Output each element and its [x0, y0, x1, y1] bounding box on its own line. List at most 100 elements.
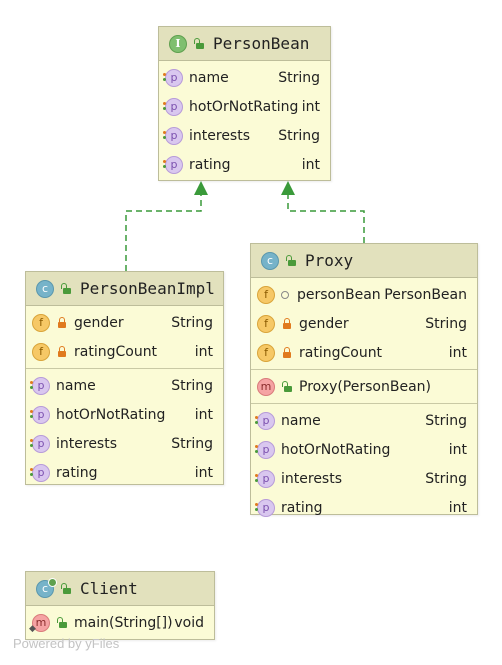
property-name: hotOrNotRating [56, 406, 166, 423]
property-icon: p [255, 498, 275, 517]
node-personbeanimpl-header[interactable]: c PersonBeanImpl [26, 272, 223, 306]
edge-personbeanimpl-to-personbean [125, 194, 202, 271]
method-name: main(String[]) [74, 614, 173, 631]
property-icon: p [30, 463, 50, 482]
property-row[interactable]: p hotOrNotRating int [251, 435, 477, 464]
public-visibility-icon [60, 582, 72, 595]
field-row[interactable]: f ratingCount int [26, 337, 223, 366]
member-row[interactable]: p name String [159, 63, 330, 92]
property-row[interactable]: p interests String [26, 429, 223, 458]
arrowhead-personbeanimpl [194, 181, 208, 195]
field-row[interactable]: f gender String [251, 309, 477, 338]
node-personbean-header[interactable]: I PersonBean [159, 27, 330, 61]
fields-section: f gender String f ratingCount int [26, 306, 223, 369]
field-type: String [171, 314, 213, 331]
node-client-header[interactable]: c Client [26, 572, 214, 606]
method-row[interactable]: m Proxy(PersonBean) [251, 372, 477, 401]
field-name: gender [299, 315, 349, 332]
method-type: void [174, 614, 204, 631]
property-name: interests [281, 470, 343, 487]
field-icon: f [257, 285, 275, 304]
package-private-icon [281, 290, 289, 299]
property-icon: p [255, 469, 275, 488]
field-name: ratingCount [299, 344, 383, 361]
node-proxy[interactable]: c Proxy f personBean PersonBean f gender… [250, 243, 478, 517]
runnable-overlay-icon [48, 577, 57, 587]
property-name: name [281, 412, 321, 429]
public-visibility-icon [285, 254, 297, 267]
node-title: Client [80, 579, 138, 598]
property-icon: p [163, 155, 183, 174]
node-personbean[interactable]: I PersonBean p name String p hotOrNotRat… [158, 26, 331, 181]
property-type: String [425, 470, 467, 487]
property-type: int [448, 441, 467, 458]
property-icon: p [30, 434, 50, 453]
member-name: rating [189, 156, 231, 173]
field-type: PersonBean [384, 286, 467, 303]
property-type: int [194, 464, 213, 481]
watermark: Powered by yFiles [13, 636, 120, 651]
property-icon: p [255, 411, 275, 430]
member-row[interactable]: p hotOrNotRating int [159, 92, 330, 121]
methods-section: m Proxy(PersonBean) [251, 370, 477, 404]
property-name: name [56, 377, 96, 394]
property-type: String [171, 377, 213, 394]
class-icon: c [36, 577, 57, 598]
private-lock-icon [281, 346, 293, 359]
public-visibility-icon [60, 282, 72, 295]
member-name: hotOrNotRating [189, 98, 299, 115]
properties-section: p name String p hotOrNotRating int p int… [251, 404, 477, 524]
member-type: int [301, 156, 320, 173]
node-title: PersonBeanImpl [80, 279, 215, 298]
member-row[interactable]: p rating int [159, 150, 330, 179]
field-name: gender [74, 314, 124, 331]
field-row[interactable]: f ratingCount int [251, 338, 477, 367]
field-row[interactable]: f gender String [26, 308, 223, 337]
property-row[interactable]: p name String [251, 406, 477, 435]
field-icon: f [32, 342, 50, 361]
member-row[interactable]: p interests String [159, 121, 330, 150]
method-name: Proxy(PersonBean) [299, 378, 431, 395]
node-personbeanimpl[interactable]: c PersonBeanImpl f gender String f ratin… [25, 271, 224, 485]
method-icon: m [257, 377, 275, 396]
property-name: rating [56, 464, 98, 481]
arrowhead-proxy [281, 181, 295, 195]
property-type: String [171, 435, 213, 452]
field-type: int [448, 344, 467, 361]
interface-icon: I [169, 34, 187, 53]
public-visibility-icon [193, 37, 205, 50]
node-proxy-header[interactable]: c Proxy [251, 244, 477, 278]
static-method-icon: m◆ [29, 613, 50, 634]
property-type: int [194, 406, 213, 423]
property-name: interests [56, 435, 118, 452]
property-icon: p [163, 126, 183, 145]
field-row[interactable]: f personBean PersonBean [251, 280, 477, 309]
member-name: name [189, 69, 229, 86]
member-name: interests [189, 127, 251, 144]
field-icon: f [32, 313, 50, 332]
field-type: String [425, 315, 467, 332]
node-client[interactable]: c Client m◆ main(String[]) void [25, 571, 215, 640]
property-type: int [448, 499, 467, 516]
node-title: Proxy [305, 251, 354, 270]
property-row[interactable]: p rating int [251, 493, 477, 522]
method-row[interactable]: m◆ main(String[]) void [26, 608, 214, 637]
member-type: String [278, 127, 320, 144]
property-row[interactable]: p name String [26, 371, 223, 400]
property-name: rating [281, 499, 323, 516]
property-row[interactable]: p hotOrNotRating int [26, 400, 223, 429]
property-icon: p [255, 440, 275, 459]
property-row[interactable]: p rating int [26, 458, 223, 487]
public-visibility-icon [56, 616, 68, 629]
field-name: ratingCount [74, 343, 158, 360]
methods-section: m◆ main(String[]) void [26, 606, 214, 639]
property-row[interactable]: p interests String [251, 464, 477, 493]
property-name: hotOrNotRating [281, 441, 391, 458]
node-title: PersonBean [213, 34, 310, 53]
member-type: String [278, 69, 320, 86]
class-icon: c [261, 251, 279, 270]
member-type: int [301, 98, 320, 115]
static-pin-icon: ◆ [29, 623, 36, 634]
public-visibility-icon [281, 380, 293, 393]
